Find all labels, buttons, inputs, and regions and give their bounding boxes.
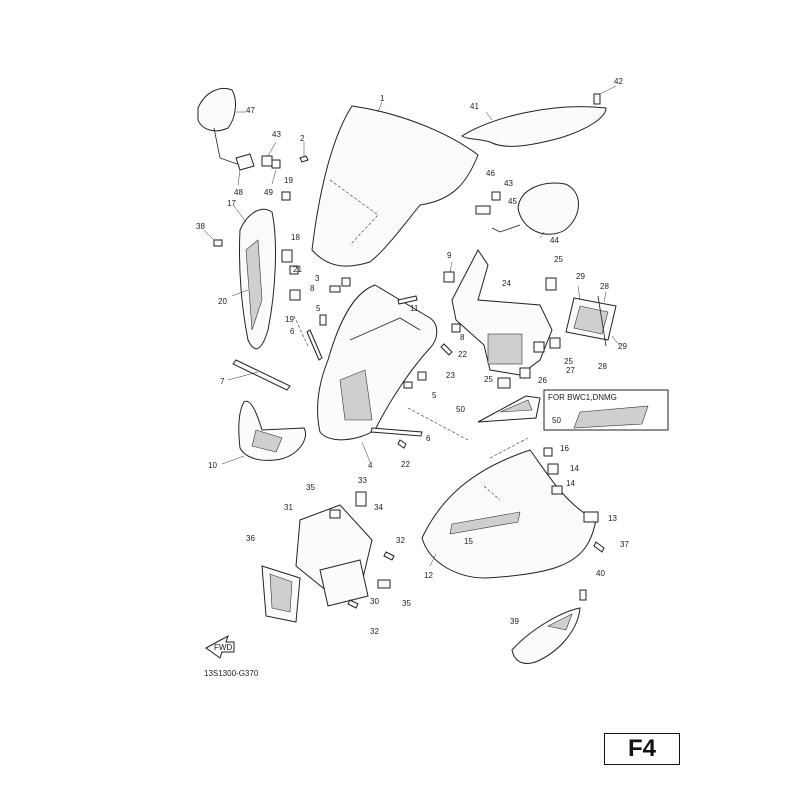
variant-note-label: FOR BWC1,DNMG bbox=[548, 393, 617, 402]
callout-label: 12 bbox=[424, 571, 433, 580]
callout-label: 25 bbox=[484, 375, 493, 384]
callout-label: 7 bbox=[220, 377, 225, 386]
callout-label: 24 bbox=[502, 279, 511, 288]
callout-label: 16 bbox=[560, 444, 569, 453]
side-cover-left bbox=[231, 205, 276, 350]
callout-label: 11 bbox=[410, 304, 419, 313]
callout-label: 46 bbox=[486, 169, 495, 178]
front-cowl bbox=[317, 284, 438, 463]
fwd-label: FWD bbox=[214, 643, 232, 652]
grille-frame bbox=[565, 285, 621, 347]
drawing-code: 13S1300-G370 bbox=[204, 669, 259, 678]
side-cowl-right bbox=[421, 437, 597, 579]
callout-label: 22 bbox=[458, 350, 467, 359]
callout-labels: 1 2 3 4 5 5 6 6 7 8 8 9 10 11 12 13 14 1… bbox=[196, 77, 629, 636]
duct-assembly bbox=[261, 491, 395, 623]
callout-label: 17 bbox=[227, 199, 236, 208]
callout-label: 26 bbox=[538, 376, 547, 385]
callout-label: 8 bbox=[310, 284, 315, 293]
callout-label: 6 bbox=[290, 327, 295, 336]
dashed-guides bbox=[293, 315, 501, 501]
callout-label: 45 bbox=[508, 197, 517, 206]
callout-label: 36 bbox=[246, 534, 255, 543]
callout-label: 49 bbox=[264, 188, 273, 197]
callout-label: 5 bbox=[432, 391, 437, 400]
callout-label: 10 bbox=[208, 461, 217, 470]
lower-cover bbox=[511, 607, 581, 664]
callout-label: 9 bbox=[447, 251, 452, 260]
callout-label: 50 bbox=[552, 416, 561, 425]
callout-label: 43 bbox=[272, 130, 281, 139]
callout-label: 1 bbox=[380, 94, 385, 103]
mirror-left bbox=[197, 87, 255, 186]
callout-label: 48 bbox=[234, 188, 243, 197]
callout-label: 37 bbox=[620, 540, 629, 549]
stay-bracket bbox=[443, 249, 553, 376]
callout-label: 21 bbox=[293, 265, 302, 274]
callout-label: 34 bbox=[374, 503, 383, 512]
callout-label: 8 bbox=[460, 333, 465, 342]
callout-label: 6 bbox=[426, 434, 431, 443]
callout-label: 29 bbox=[618, 342, 627, 351]
callout-label: 35 bbox=[306, 483, 315, 492]
windshield bbox=[311, 101, 479, 267]
callout-label: 5 bbox=[316, 304, 321, 313]
callout-label: 30 bbox=[370, 597, 379, 606]
callout-label: 4 bbox=[368, 461, 373, 470]
callout-label: 35 bbox=[402, 599, 411, 608]
callout-label: 44 bbox=[550, 236, 559, 245]
callout-label: 19 bbox=[284, 176, 293, 185]
callout-label: 38 bbox=[196, 222, 205, 231]
callout-label: 43 bbox=[504, 179, 513, 188]
callout-label: 18 bbox=[291, 233, 300, 242]
callout-label: 23 bbox=[446, 371, 455, 380]
rod bbox=[227, 359, 291, 391]
callout-label: 14 bbox=[566, 479, 575, 488]
fwd-arrow-icon: FWD bbox=[205, 634, 235, 659]
hardware-upper-left bbox=[203, 141, 309, 301]
variant-note-box: FOR BWC1,DNMG bbox=[477, 389, 669, 431]
callout-label: 32 bbox=[396, 536, 405, 545]
callout-label: 40 bbox=[596, 569, 605, 578]
callout-label: 22 bbox=[401, 460, 410, 469]
stays-center bbox=[306, 277, 461, 449]
callout-label: 13 bbox=[608, 514, 617, 523]
callout-label: 14 bbox=[570, 464, 579, 473]
callout-label: 28 bbox=[600, 282, 609, 291]
callout-label: 50 bbox=[456, 405, 465, 414]
callout-label: 2 bbox=[300, 134, 305, 143]
inner-panel bbox=[221, 400, 306, 465]
callout-label: 42 bbox=[614, 77, 623, 86]
callout-label: 20 bbox=[218, 297, 227, 306]
callout-label: 47 bbox=[246, 106, 255, 115]
hardware-right bbox=[543, 447, 605, 601]
callout-label: 41 bbox=[470, 102, 479, 111]
mirror-right bbox=[475, 182, 579, 239]
dampers bbox=[497, 277, 561, 389]
callout-label: 3 bbox=[315, 274, 320, 283]
callout-label: 29 bbox=[576, 272, 585, 281]
callout-label: 25 bbox=[564, 357, 573, 366]
callout-label: 39 bbox=[510, 617, 519, 626]
callout-label: 31 bbox=[284, 503, 293, 512]
callout-label: 33 bbox=[358, 476, 367, 485]
callout-label: 25 bbox=[554, 255, 563, 264]
callout-label: 28 bbox=[598, 362, 607, 371]
page-tag-label: F4 bbox=[627, 735, 656, 762]
page-tag: F4 bbox=[604, 733, 680, 765]
callout-label: 27 bbox=[566, 366, 575, 375]
callout-label: 15 bbox=[464, 537, 473, 546]
callout-label: 32 bbox=[370, 627, 379, 636]
callout-label: 19 bbox=[285, 315, 294, 324]
top-cover bbox=[461, 85, 617, 147]
